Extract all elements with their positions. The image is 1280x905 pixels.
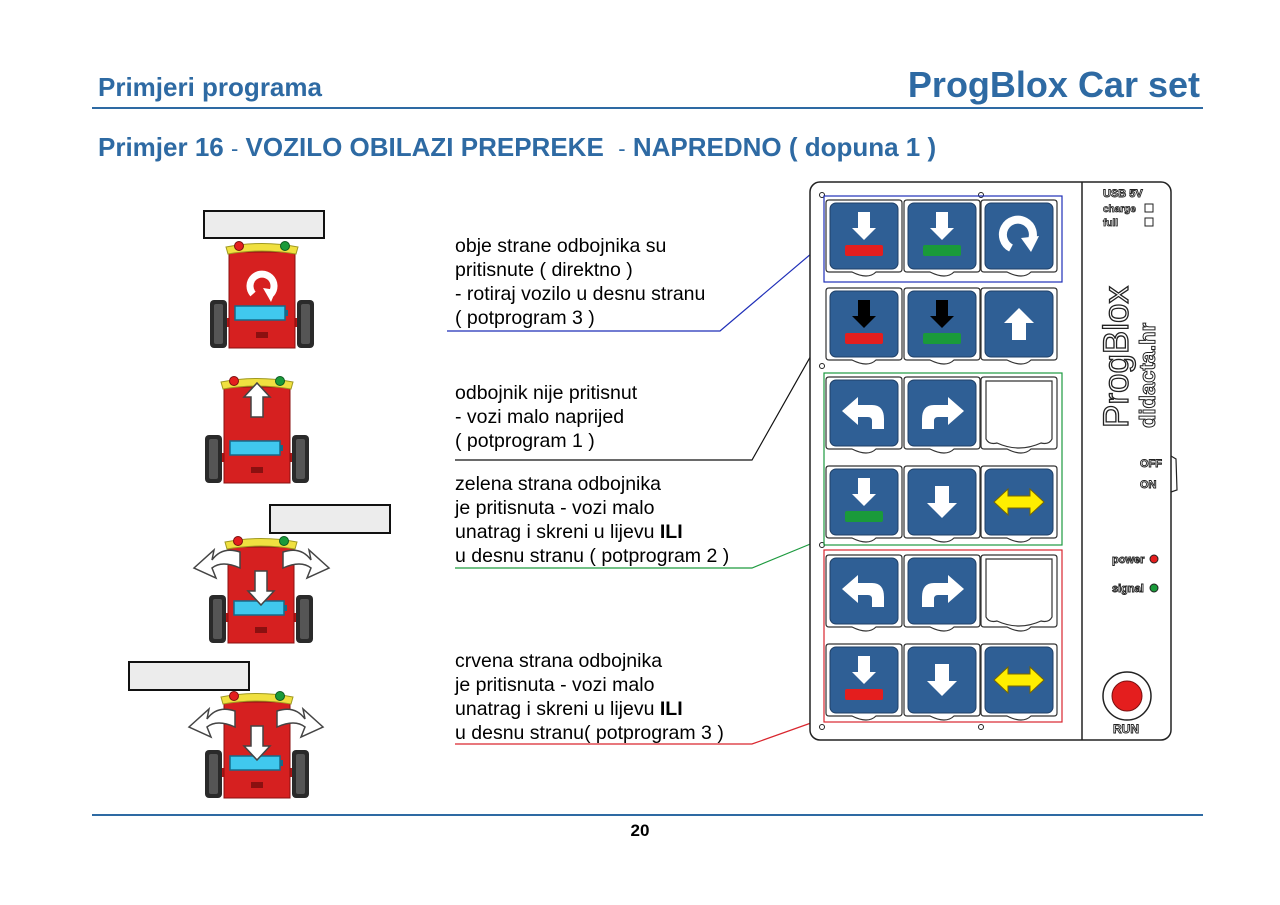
obstacle-block — [128, 661, 250, 691]
note-line: - vozi malo naprijed — [455, 406, 625, 428]
block-left-right[interactable] — [980, 465, 1058, 543]
block-empty-slot[interactable] — [980, 554, 1058, 632]
connector-line-blue — [447, 241, 826, 332]
title-separator: - — [230, 136, 239, 161]
car-both-pressed — [203, 210, 325, 349]
block-left-right[interactable] — [980, 643, 1058, 721]
full-label: full — [1103, 218, 1118, 229]
progblox-board: USB 5V charge full ProgBlox didacta.hr O… — [809, 181, 1178, 741]
note-line: ( potprogram 3 ) — [455, 307, 595, 329]
note-red-pressed: crvena strana odbojnika je pritisnuta - … — [455, 649, 724, 745]
run-button[interactable] — [1102, 671, 1152, 721]
block-down[interactable] — [903, 465, 981, 543]
note-line: - rotiraj vozilo u desnu stranu — [455, 283, 706, 305]
example-title-main: VOZILO OBILAZI PREPREKE — [245, 132, 604, 162]
note-line: unatrag i skreni u lijevu ILI — [455, 521, 683, 543]
note-line: odbojnik nije pritisnut — [455, 382, 638, 404]
note-line: crvena strana odbojnika — [455, 650, 663, 672]
power-label: power — [1112, 554, 1145, 566]
note-line: zelena strana odbojnika — [455, 473, 661, 495]
car-red-pressed — [128, 661, 324, 799]
block-turn-left[interactable] — [825, 554, 903, 632]
note-both-pressed: obje strane odbojnika su pritisnute ( di… — [455, 234, 705, 330]
header-rule — [92, 107, 1203, 109]
footer-rule — [92, 814, 1203, 816]
block-up[interactable] — [980, 287, 1058, 365]
car-green-pressed — [193, 504, 391, 644]
block-down-black-red[interactable] — [825, 287, 903, 365]
note-line: unatrag i skreni u lijevu ILI — [455, 698, 683, 720]
block-rotate-right[interactable] — [980, 199, 1058, 277]
signal-led — [1149, 583, 1159, 593]
group-frame-green — [823, 372, 1063, 546]
signal-label: signal — [1112, 583, 1144, 595]
example-title: Primjer 16 - VOZILO OBILAZI PREPREKE - N… — [98, 132, 936, 163]
block-turn-left[interactable] — [825, 376, 903, 454]
power-led — [1149, 554, 1159, 564]
note-line: u desnu stranu( potprogram 3 ) — [455, 722, 724, 744]
note-line: ( potprogram 1 ) — [455, 430, 595, 452]
block-turn-right[interactable] — [903, 554, 981, 632]
block-down-green[interactable] — [903, 199, 981, 277]
product-title: ProgBlox Car set — [907, 64, 1200, 105]
note-line: je pritisnuta - vozi malo — [455, 674, 655, 696]
on-label: ON — [1140, 479, 1157, 491]
title-separator-2: - — [618, 136, 626, 161]
connector-line-red — [455, 717, 826, 745]
full-indicator — [1144, 217, 1154, 227]
run-label: RUN — [1113, 722, 1139, 736]
example-title-level: NAPREDNO ( dopuna 1 ) — [632, 132, 937, 162]
group-frame-red — [823, 549, 1063, 723]
usb-label: USB 5V — [1103, 188, 1143, 200]
off-label: OFF — [1140, 458, 1162, 470]
block-down-red[interactable] — [825, 199, 903, 277]
section-title: Primjeri programa — [98, 72, 322, 102]
power-switch[interactable] — [1170, 455, 1178, 493]
block-down-red[interactable] — [825, 643, 903, 721]
charge-label: charge — [1103, 204, 1136, 215]
brand-logo: ProgBlox — [1097, 285, 1136, 428]
block-empty-slot[interactable] — [980, 376, 1058, 454]
block-down[interactable] — [903, 643, 981, 721]
note-line: je pritisnuta - vozi malo — [455, 497, 655, 519]
example-number: Primjer 16 — [98, 132, 224, 162]
obstacle-block — [203, 210, 325, 239]
obstacle-block — [269, 504, 391, 534]
page-number: 20 — [630, 821, 650, 840]
note-green-pressed: zelena strana odbojnika je pritisnuta - … — [455, 472, 729, 568]
note-line: pritisnute ( direktno ) — [455, 259, 633, 281]
connector-line-black — [455, 321, 831, 461]
block-down-black-green[interactable] — [903, 287, 981, 365]
block-down-green[interactable] — [825, 465, 903, 543]
website-label: didacta.hr — [1135, 322, 1160, 428]
connector-line-green — [455, 537, 826, 569]
group-frame-blue — [823, 195, 1063, 283]
block-turn-right[interactable] — [903, 376, 981, 454]
note-line: obje strane odbojnika su — [455, 235, 667, 257]
charge-indicator — [1144, 203, 1154, 213]
car-not-pressed — [204, 375, 310, 484]
note-line: u desnu stranu ( potprogram 2 ) — [455, 545, 730, 567]
note-not-pressed: odbojnik nije pritisnut - vozi malo napr… — [455, 381, 637, 453]
